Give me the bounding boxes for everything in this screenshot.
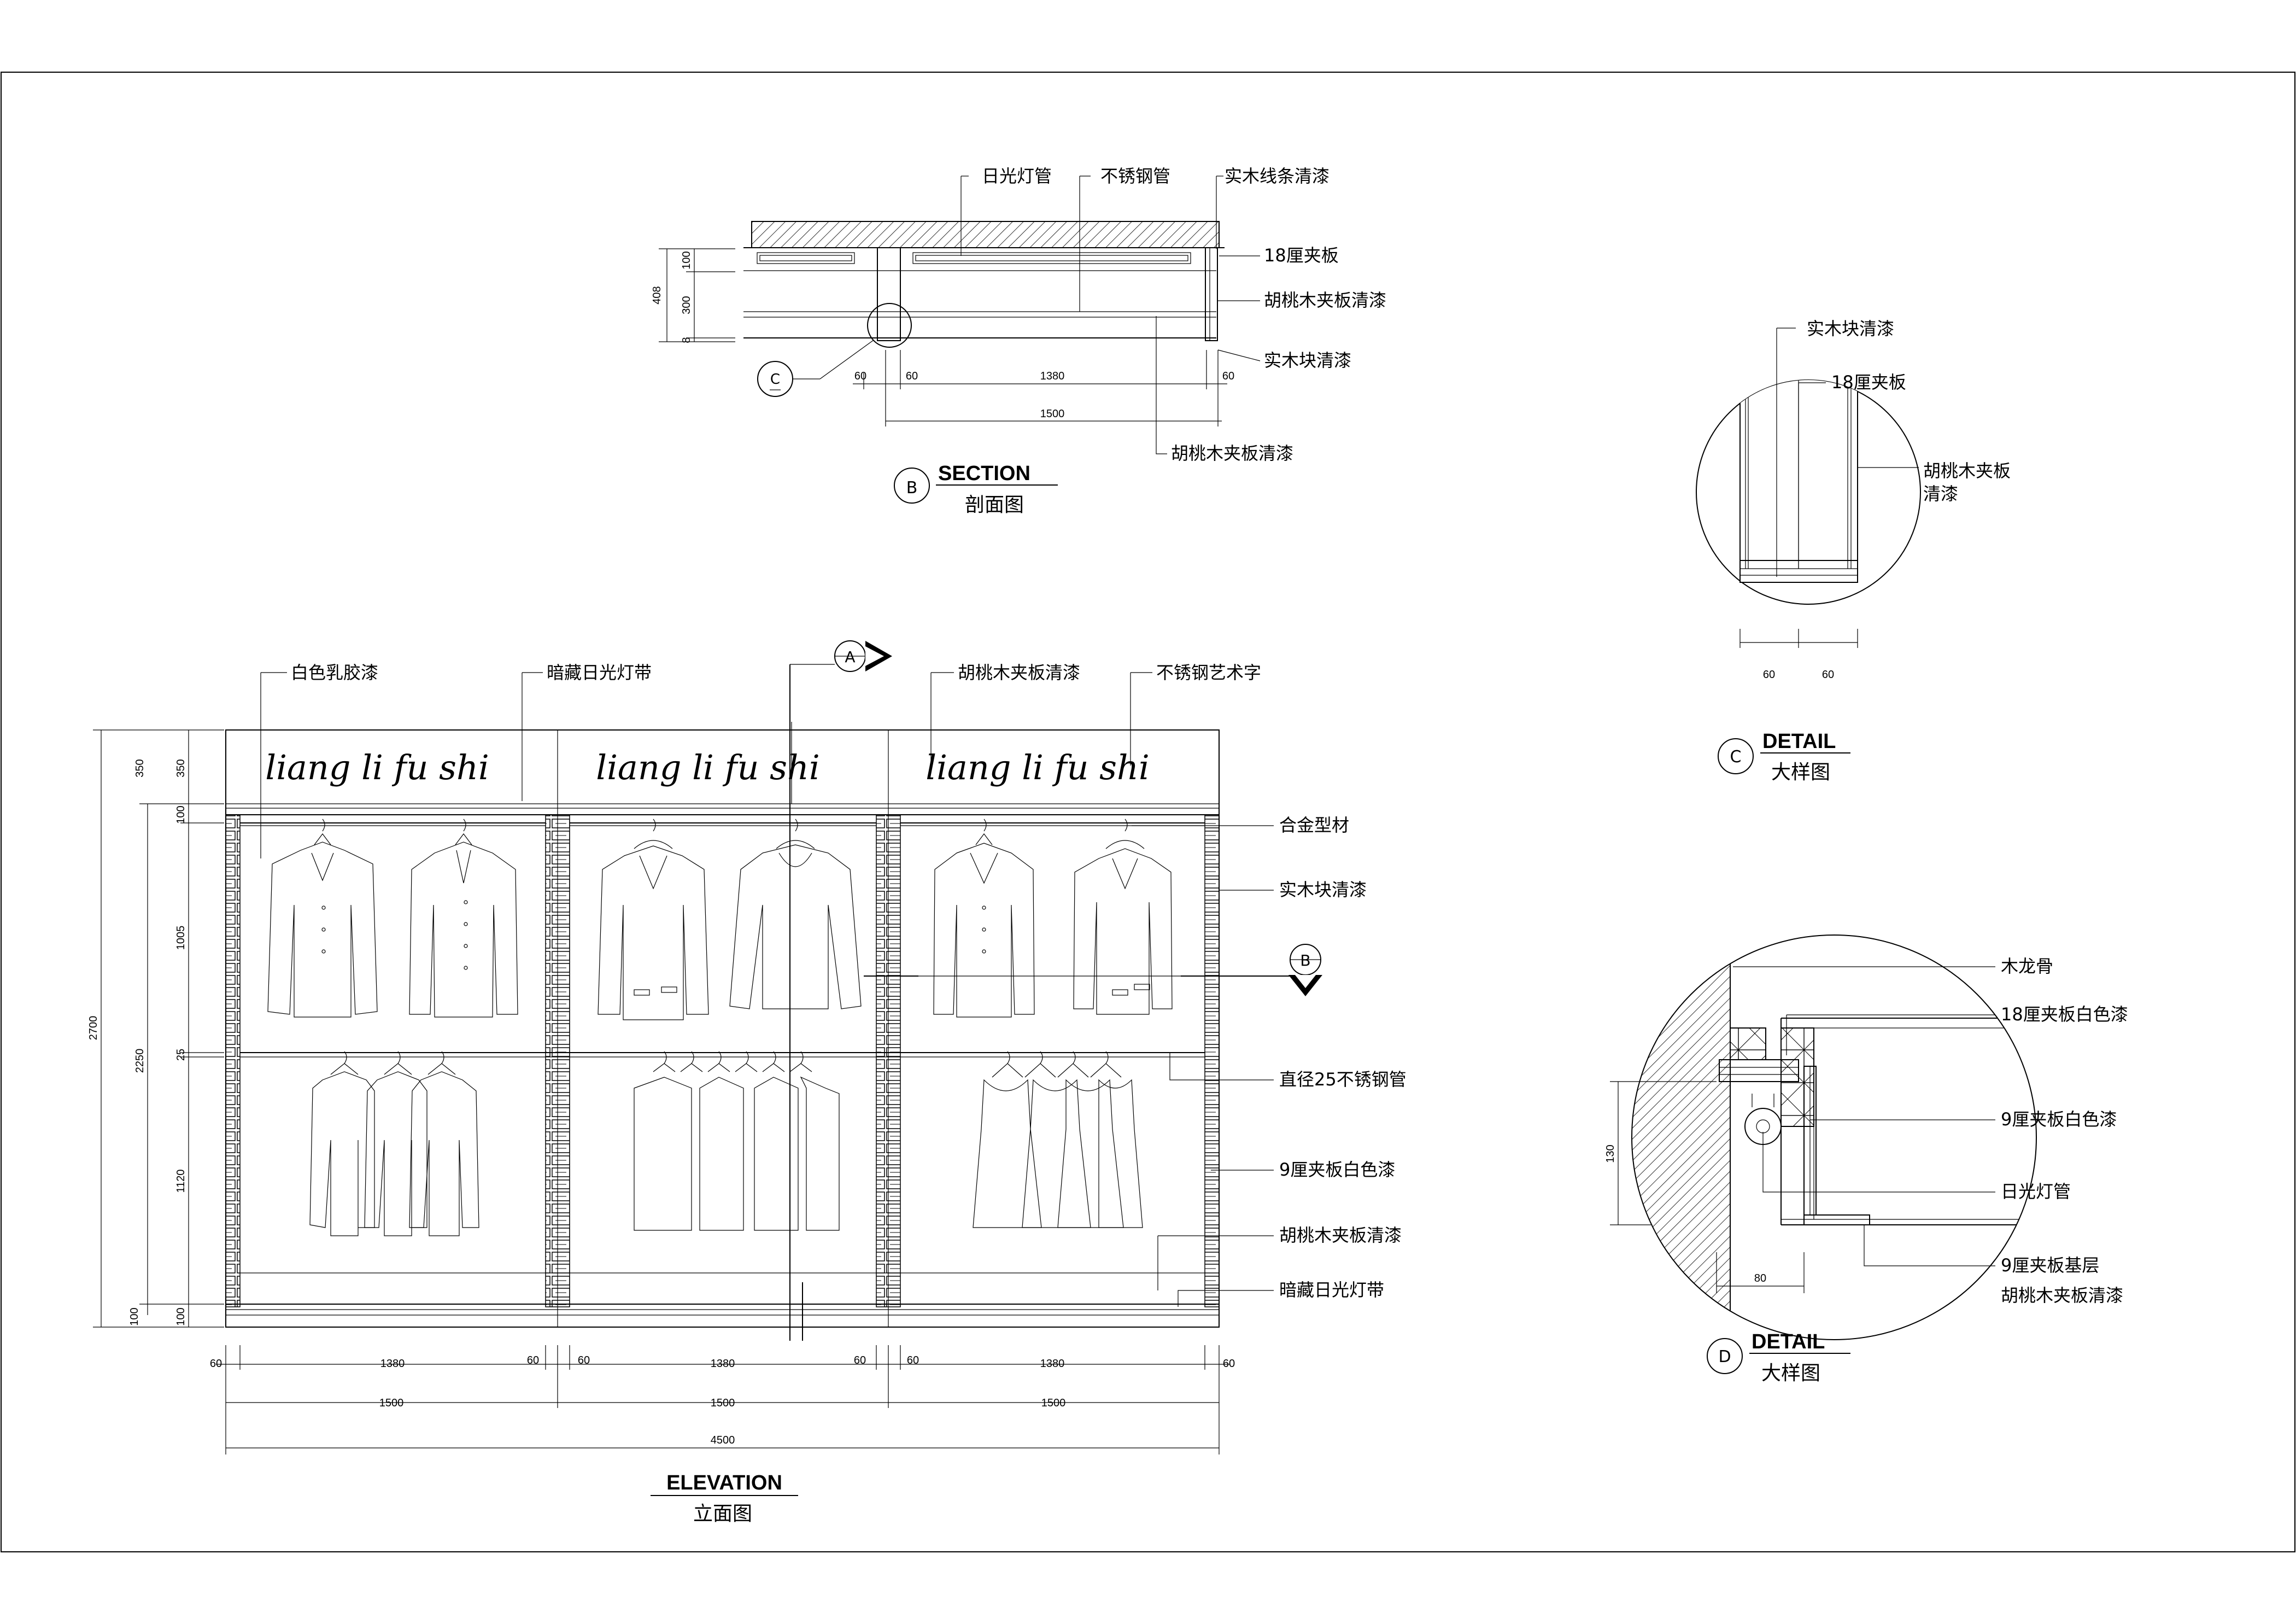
elev-dim-2250: 2250 [134,1049,146,1073]
detail-d-label-9ply: 9厘夹板白色漆 [2001,1109,2117,1130]
section-marker: B [906,478,918,498]
signage-text-3: liang li fu shi [926,747,1149,787]
elev-dim-b6: 60 [854,1354,866,1366]
elevation-marker-a: A [845,648,855,666]
section-dim-60c: 60 [1222,370,1234,382]
elev-label-latex-paint: 白色乳胶漆 [291,662,378,683]
jackets-lower-2 [634,1051,840,1231]
elevation-marker-b: B [1300,951,1310,969]
elev-label-walnut-lower: 胡桃木夹板清漆 [1279,1225,1402,1246]
section-b-drawing [659,176,1261,504]
elev-label-walnut: 胡桃木夹板清漆 [958,662,1080,683]
signage-text-1: liang li fu shi [265,747,489,787]
detail-c-label-walnut: 胡桃木夹板 [1923,460,2011,481]
signage-text-2: liang li fu shi [596,747,819,787]
elevation-title: ELEVATION [666,1471,782,1494]
elev-dim-1500a: 1500 [379,1397,404,1409]
jacket-1 [267,819,378,1018]
detail-d-label-base: 9厘夹板基层 [2001,1255,2099,1276]
section-label-walnut-bottom: 胡桃木夹板清漆 [1171,443,1293,464]
elev-dim-b3: 60 [527,1354,539,1366]
section-label-wood-block: 实木块清漆 [1264,350,1351,371]
detail-d-label-walnut: 胡桃木夹板清漆 [2001,1285,2123,1306]
garment-illustrations [267,819,1173,1236]
elev-label-hidden-light-lower: 暗藏日光灯带 [1279,1280,1384,1300]
detail-d-subtitle: 大样图 [1761,1362,1820,1385]
section-dim-408: 408 [651,286,663,304]
elev-dim-1500b: 1500 [711,1397,735,1409]
coat-1 [409,819,518,1018]
section-label-plywood: 18厘夹板 [1264,245,1339,266]
elev-label-steel-pipe: 直径25不锈钢管 [1279,1069,1407,1090]
detail-c-label-varnish: 清漆 [1923,483,1958,504]
elev-dim-outer-100: 100 [128,1307,140,1325]
section-dim-60a: 60 [854,370,866,382]
elev-dim-2700: 2700 [87,1016,99,1041]
section-title: SECTION [938,462,1030,485]
detail-c-label-plywood: 18厘夹板 [1831,372,1906,393]
elev-dim-1120: 1120 [175,1169,187,1193]
elev-dim-mid-100b: 100 [175,1307,187,1325]
elevation-drawing [93,640,1322,1496]
detail-c-dim-60b: 60 [1822,669,1834,681]
section-dim-1380: 1380 [1040,370,1065,382]
detail-d-marker: D [1718,1347,1731,1366]
section-dim-8: 8 [681,337,693,343]
elev-dim-mid-100: 100 [175,805,187,823]
elev-dim-b1: 60 [210,1358,222,1370]
elev-dim-1005: 1005 [175,926,187,950]
elev-label-hidden-light: 暗藏日光灯带 [547,662,652,683]
section-dim-300: 300 [681,296,693,314]
elev-dim-b7: 60 [907,1354,919,1366]
sweater-1 [729,819,862,1009]
section-label-tube: 日光灯管 [982,166,1052,186]
section-callout-marker: C [770,371,780,388]
elev-label-wood-block: 实木块清漆 [1279,879,1367,900]
dresses-lower-3 [973,1051,1143,1228]
section-dim-100: 100 [681,251,693,269]
elev-dim-outer-350: 350 [134,759,146,777]
detail-d-label-keel: 木龙骨 [2001,956,2053,977]
detail-d-title: DETAIL [1752,1330,1825,1353]
detail-d-dim-80: 80 [1754,1272,1766,1284]
elev-dim-inner-350: 350 [175,759,187,777]
elev-dim-4500: 4500 [711,1434,735,1446]
detail-d-dim-130: 130 [1604,1144,1616,1162]
elevation-subtitle: 立面图 [693,1503,752,1525]
elev-dim-b5: 1380 [711,1358,735,1370]
detail-c-title: DETAIL [1762,730,1836,753]
section-label-wood-trim: 实木线条清漆 [1225,166,1329,186]
detail-c-label-wood-block: 实木块清漆 [1807,318,1894,339]
jacket-4 [1073,819,1173,1015]
detail-c-subtitle: 大样图 [1771,761,1830,784]
detail-c-drawing [1696,328,1921,774]
elev-label-alloy: 合金型材 [1279,815,1349,836]
detail-d-label-tube: 日光灯管 [2001,1181,2071,1202]
coats-lower-1 [309,1051,479,1236]
elev-label-9ply: 9厘夹板白色漆 [1279,1159,1395,1180]
section-dim-1500: 1500 [1040,408,1065,420]
detail-c-dim-60a: 60 [1763,669,1775,681]
detail-c-marker: C [1730,747,1742,767]
sheet-border [1,72,2295,1552]
detail-d-label-18ply: 18厘夹板白色漆 [2001,1004,2128,1025]
elev-dim-b2: 1380 [380,1358,405,1370]
elev-dim-b4: 60 [578,1354,590,1366]
section-label-walnut: 胡桃木夹板清漆 [1264,290,1386,311]
section-label-steel-pipe: 不锈钢管 [1100,166,1170,186]
jacket-3 [933,819,1035,1018]
elev-label-steel-letters: 不锈钢艺术字 [1156,662,1261,683]
elev-dim-1500c: 1500 [1041,1397,1066,1409]
section-subtitle: 剖面图 [965,494,1024,516]
elev-dim-b8: 1380 [1040,1358,1065,1370]
jacket-2 [598,819,709,1020]
detail-d-drawing [1610,934,2037,1374]
elev-dim-25: 25 [175,1049,187,1061]
section-dim-60b: 60 [906,370,918,382]
elev-dim-b9: 60 [1223,1358,1235,1370]
